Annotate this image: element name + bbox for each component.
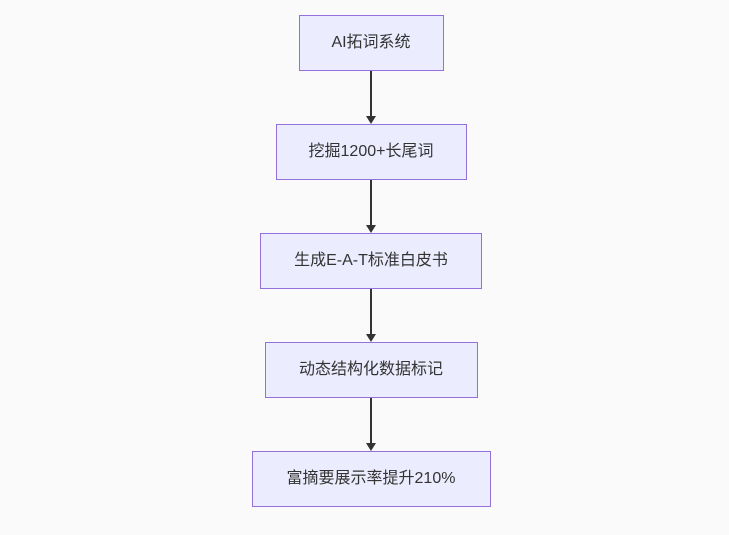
arrow-head-icon <box>366 443 376 451</box>
flow-node-structured-data-markup: 动态结构化数据标记 <box>264 342 478 398</box>
arrow-line <box>370 289 372 335</box>
flow-node-longtail-mining: 挖掘1200+长尾词 <box>275 124 467 180</box>
arrow-head-icon <box>366 225 376 233</box>
flow-node-ai-keyword-system: AI拓词系统 <box>298 15 444 71</box>
arrow-head-icon <box>366 334 376 342</box>
arrow-line <box>370 398 372 444</box>
arrow-head-icon <box>366 116 376 124</box>
flow-node-eat-whitepaper: 生成E-A-T标准白皮书 <box>260 233 482 289</box>
arrow-line <box>370 71 372 117</box>
flow-edge-2 <box>365 180 377 233</box>
flow-edge-1 <box>365 71 377 124</box>
arrow-line <box>370 180 372 226</box>
flow-edge-4 <box>365 398 377 451</box>
flow-node-rich-snippet-result: 富摘要展示率提升210% <box>251 451 491 507</box>
flow-edge-3 <box>365 289 377 342</box>
